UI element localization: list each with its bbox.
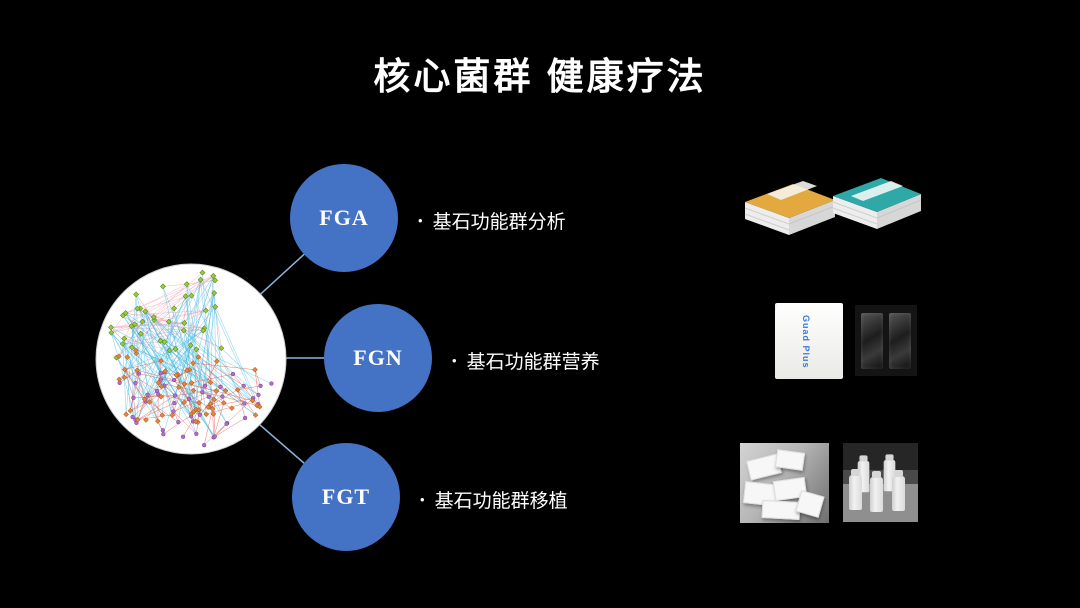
bottle <box>849 469 862 510</box>
product-image-white-boxes <box>740 443 829 523</box>
bullet-text-fga: 基石功能群分析 <box>432 212 566 233</box>
bubble-fgt-label: FGT <box>321 484 371 509</box>
sachet-white-packet: Guad Plus <box>775 303 843 379</box>
bullet-row-fgt: • 基石功能群移植 <box>420 486 568 513</box>
bottle <box>857 455 870 493</box>
product-image-bottles <box>843 443 918 522</box>
bullet-dot: • <box>418 213 423 228</box>
bubble-fgn-label: FGN <box>353 345 403 370</box>
bullet-dot: • <box>452 353 457 368</box>
white-box <box>774 449 806 471</box>
bubble-fga: FGA <box>290 164 398 272</box>
product-image-box-stacks <box>744 178 922 235</box>
sachet-label: Guad Plus <box>801 315 811 369</box>
bottle <box>892 470 905 511</box>
dark-pouch <box>861 312 883 369</box>
bullet-dot: • <box>420 492 425 507</box>
bubble-fgt: FGT <box>292 443 400 551</box>
bullet-row-fgn: • 基石功能群营养 <box>452 347 600 374</box>
bottle <box>870 471 883 512</box>
bubble-fgn: FGN <box>324 304 432 412</box>
slide-title: 核心菌群 健康疗法 <box>373 56 707 97</box>
network-graph-image <box>95 263 287 455</box>
bubble-fga-label: FGA <box>319 205 369 230</box>
product-image-sachets: Guad Plus <box>775 303 917 379</box>
bullet-row-fga: • 基石功能群分析 <box>418 207 566 234</box>
dark-pouch <box>889 312 911 369</box>
bullet-text-fgt: 基石功能群移植 <box>434 491 568 512</box>
sachet-dark-photo <box>855 305 917 376</box>
bottle <box>883 454 896 492</box>
bullet-text-fgn: 基石功能群营养 <box>466 352 600 373</box>
